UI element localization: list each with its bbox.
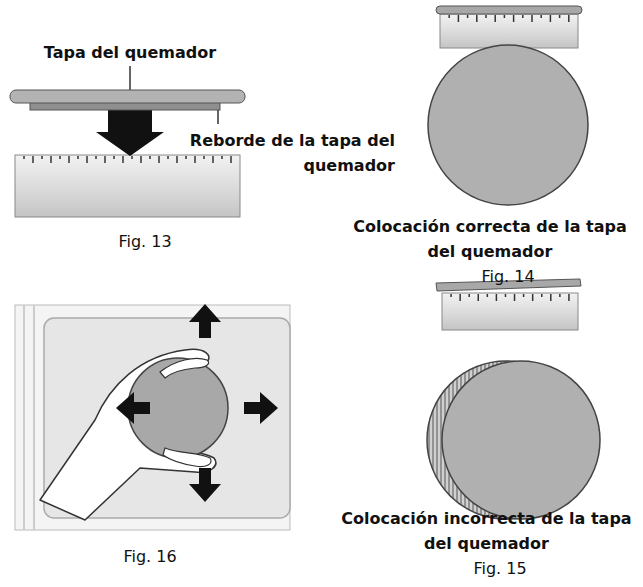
fig15 bbox=[427, 279, 600, 519]
tick-mark bbox=[494, 15, 496, 22]
figure-number: Fig. 13 bbox=[95, 229, 195, 254]
tick-mark bbox=[523, 294, 525, 297]
tick-mark bbox=[221, 156, 223, 159]
tick-mark bbox=[167, 156, 169, 159]
hob-panel bbox=[15, 305, 290, 530]
tick-mark bbox=[32, 156, 34, 163]
figure-caption: Colocación correcta de la tapa del quema… bbox=[345, 214, 635, 264]
fig16 bbox=[15, 304, 290, 530]
tick-mark bbox=[140, 156, 142, 163]
tick-mark bbox=[531, 15, 533, 22]
tick-mark bbox=[559, 15, 561, 18]
cap-top-view bbox=[442, 361, 600, 519]
tick-mark bbox=[478, 294, 480, 301]
leader-line bbox=[217, 110, 219, 124]
tick-mark bbox=[149, 156, 151, 159]
figure-caption: Colocación incorrecta de la tapa del que… bbox=[338, 506, 635, 556]
tick-mark bbox=[158, 156, 160, 163]
tick-mark bbox=[185, 156, 187, 159]
figure-number: Fig. 15 bbox=[450, 556, 550, 581]
tick-mark bbox=[559, 294, 561, 297]
burner-body bbox=[442, 293, 578, 330]
tick-mark bbox=[131, 156, 133, 159]
tick-mark bbox=[450, 294, 452, 297]
tick-mark bbox=[485, 15, 487, 18]
tick-mark bbox=[203, 156, 205, 159]
tick-mark bbox=[95, 156, 97, 159]
part-label: Reborde de la tapa del quemador bbox=[170, 128, 395, 178]
tick-mark bbox=[540, 15, 542, 18]
tick-mark bbox=[522, 15, 524, 18]
tick-mark bbox=[568, 294, 570, 301]
tick-mark bbox=[550, 15, 552, 22]
tick-mark bbox=[194, 156, 196, 163]
tick-mark bbox=[568, 15, 570, 22]
tick-mark bbox=[230, 156, 232, 163]
tick-mark bbox=[504, 15, 506, 18]
tick-mark bbox=[212, 156, 214, 163]
tick-mark bbox=[476, 15, 478, 22]
fig14 bbox=[428, 6, 588, 205]
cap-top-view bbox=[428, 45, 588, 205]
tick-mark bbox=[448, 15, 450, 18]
tick-mark bbox=[458, 15, 460, 22]
tick-mark bbox=[50, 156, 52, 163]
tick-mark bbox=[487, 294, 489, 297]
tick-mark bbox=[550, 294, 552, 301]
thumb bbox=[163, 448, 211, 467]
tick-mark bbox=[68, 156, 70, 163]
tick-mark bbox=[514, 294, 516, 301]
tick-mark bbox=[467, 15, 469, 18]
tick-mark bbox=[505, 294, 507, 297]
figure-number: Fig. 16 bbox=[100, 544, 200, 569]
arrow-right bbox=[244, 392, 278, 424]
tick-mark bbox=[468, 294, 470, 297]
burner-body bbox=[440, 14, 578, 48]
tick-mark bbox=[59, 156, 61, 159]
figure-number: Fig. 14 bbox=[458, 264, 558, 289]
arrow-down bbox=[189, 468, 221, 502]
tick-mark bbox=[122, 156, 124, 163]
panel-edge bbox=[33, 305, 35, 530]
part-label: Tapa del quemador bbox=[30, 40, 230, 65]
tick-mark bbox=[532, 294, 534, 301]
tick-mark bbox=[86, 156, 88, 163]
tick-mark bbox=[176, 156, 178, 163]
tick-mark bbox=[104, 156, 106, 163]
tick-mark bbox=[23, 156, 25, 159]
arrow-left bbox=[116, 392, 150, 424]
burner-cap bbox=[436, 6, 582, 14]
tick-mark bbox=[113, 156, 115, 159]
tick-mark bbox=[77, 156, 79, 159]
leader-line bbox=[129, 66, 131, 90]
tick-mark bbox=[41, 156, 43, 159]
panel-edge bbox=[23, 305, 25, 530]
burner-cap bbox=[10, 90, 245, 103]
tick-mark bbox=[496, 294, 498, 301]
tick-mark bbox=[541, 294, 543, 297]
burner-body bbox=[15, 155, 240, 217]
fingers bbox=[160, 359, 209, 379]
tick-mark bbox=[459, 294, 461, 301]
arrow-up bbox=[189, 304, 221, 338]
tick-mark bbox=[513, 15, 515, 22]
down-arrow bbox=[96, 110, 164, 156]
